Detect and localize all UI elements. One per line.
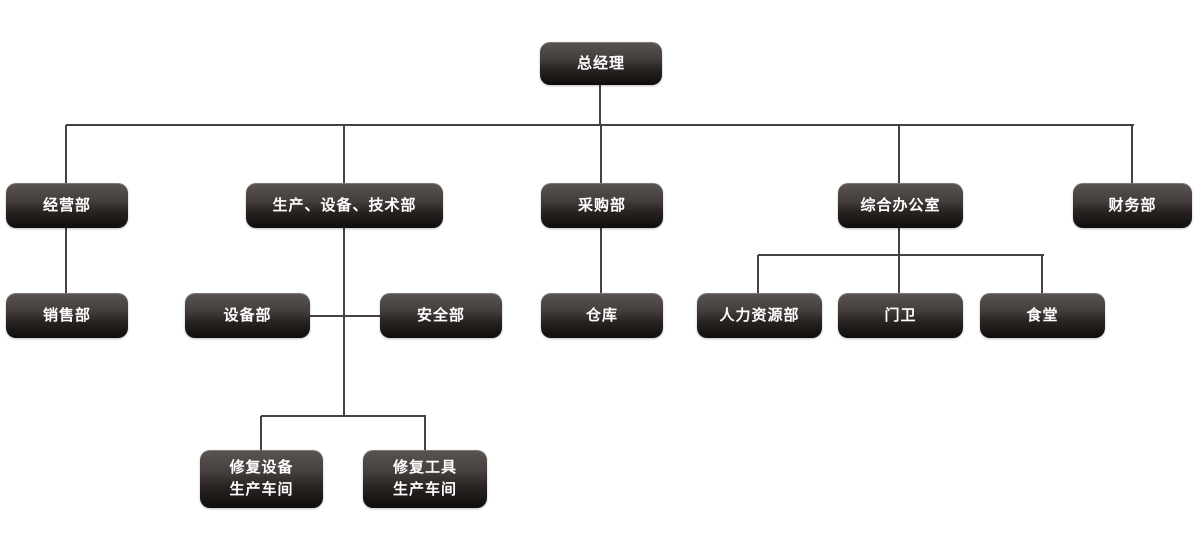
connector-line [343, 228, 345, 416]
connector-line [600, 125, 602, 183]
connector-line [1041, 255, 1043, 293]
connector-line [424, 416, 426, 450]
connector-line [65, 125, 67, 183]
connector-line [65, 228, 67, 293]
org-node-xsb: 销售部 [6, 293, 128, 338]
org-node-zhbgs: 综合办公室 [838, 183, 963, 228]
connector-line [898, 228, 900, 255]
connector-line [600, 228, 602, 293]
connector-line [310, 315, 380, 317]
connector-line [898, 255, 900, 293]
org-node-xfgj: 修复工具 生产车间 [363, 450, 487, 508]
connector-line [343, 125, 345, 183]
org-node-sbb: 设备部 [185, 293, 310, 338]
org-node-scsbjsb: 生产、设备、技术部 [246, 183, 443, 228]
connector-line [599, 85, 601, 125]
org-node-ck: 仓库 [541, 293, 663, 338]
connector-line [260, 416, 262, 450]
connector-line [758, 254, 1044, 256]
org-node-jyb: 经营部 [6, 183, 128, 228]
org-node-rlzyb: 人力资源部 [697, 293, 822, 338]
org-node-cwb: 财务部 [1073, 183, 1192, 228]
connector-line [261, 415, 426, 417]
org-node-gm: 总经理 [540, 42, 662, 85]
org-node-xfsb: 修复设备 生产车间 [200, 450, 323, 508]
connector-line [1131, 125, 1133, 183]
connector-line [757, 255, 759, 293]
org-node-cgb: 采购部 [541, 183, 663, 228]
org-node-mw: 门卫 [838, 293, 963, 338]
org-node-st: 食堂 [980, 293, 1105, 338]
org-node-aqb: 安全部 [380, 293, 502, 338]
connector-line [898, 125, 900, 183]
